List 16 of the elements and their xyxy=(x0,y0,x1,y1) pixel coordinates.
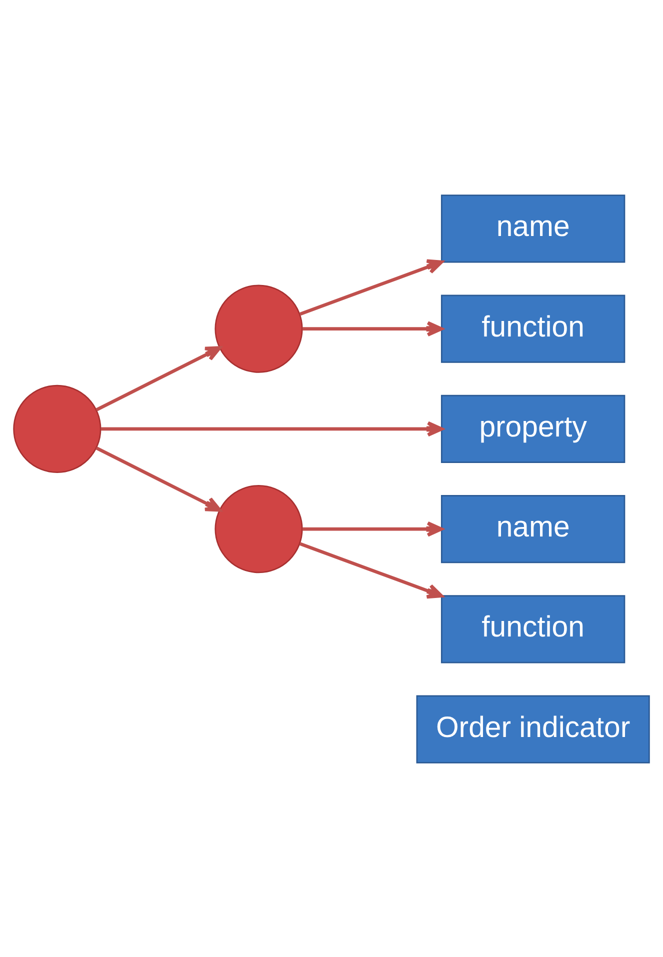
arrow xyxy=(300,258,444,316)
node-circle xyxy=(13,384,102,472)
node-box: function xyxy=(440,594,626,663)
node-circle xyxy=(214,484,303,573)
arrow xyxy=(96,446,222,512)
node-circle xyxy=(214,284,303,372)
arrow xyxy=(300,542,444,598)
node-box: Order indicator xyxy=(416,694,650,763)
arrow xyxy=(96,346,222,411)
arrow xyxy=(302,320,443,336)
arrow xyxy=(302,520,443,536)
node-box: function xyxy=(440,294,626,362)
node-box: name xyxy=(440,494,626,563)
node-box: name xyxy=(440,194,626,262)
node-box: property xyxy=(440,394,626,462)
arrow xyxy=(100,420,444,436)
